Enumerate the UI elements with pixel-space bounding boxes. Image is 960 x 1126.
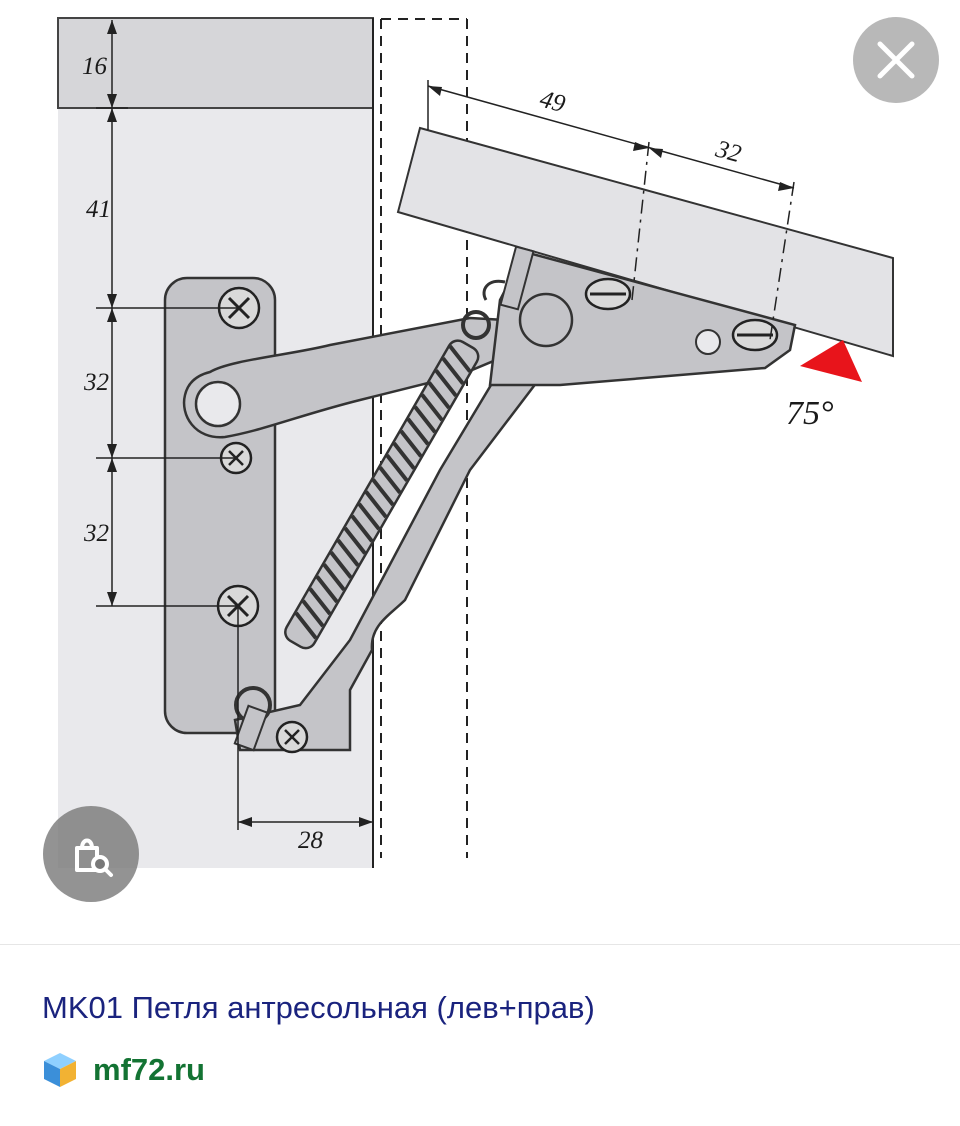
angle-marker — [800, 340, 862, 382]
visual-search-icon — [75, 838, 113, 877]
dim-label-28: 28 — [298, 827, 324, 854]
visual-search-button[interactable] — [43, 806, 139, 902]
hinge-body — [233, 368, 543, 752]
source-domain: mf72.ru — [93, 1052, 205, 1087]
dim-label-32-lower: 32 — [83, 520, 109, 547]
close-button[interactable] — [853, 17, 939, 103]
dim-label-41: 41 — [86, 196, 111, 223]
hinge-lever — [182, 316, 517, 439]
dim-label-32-upper: 32 — [83, 369, 109, 396]
mounting-plate — [163, 276, 277, 735]
image-preview: 16 41 32 32 28 49 32 75° — [43, 17, 939, 902]
spring — [284, 339, 480, 650]
cube-favicon-icon — [44, 1053, 76, 1087]
dim-label-32-lid: 32 — [712, 135, 744, 168]
dim-label-16: 16 — [82, 53, 108, 80]
dim-label-49: 49 — [537, 86, 569, 119]
close-icon — [877, 41, 915, 79]
result-title-link[interactable]: MK01 Петля антресольная (лев+прав) — [42, 990, 595, 1025]
source-link[interactable]: mf72.ru — [42, 1050, 205, 1090]
lid-bracket — [488, 250, 797, 387]
angle-label: 75° — [786, 395, 834, 432]
divider — [0, 944, 960, 945]
hinge-drawing: 16 41 32 32 28 49 32 75° — [57, 17, 894, 868]
lid-panel — [396, 126, 894, 358]
